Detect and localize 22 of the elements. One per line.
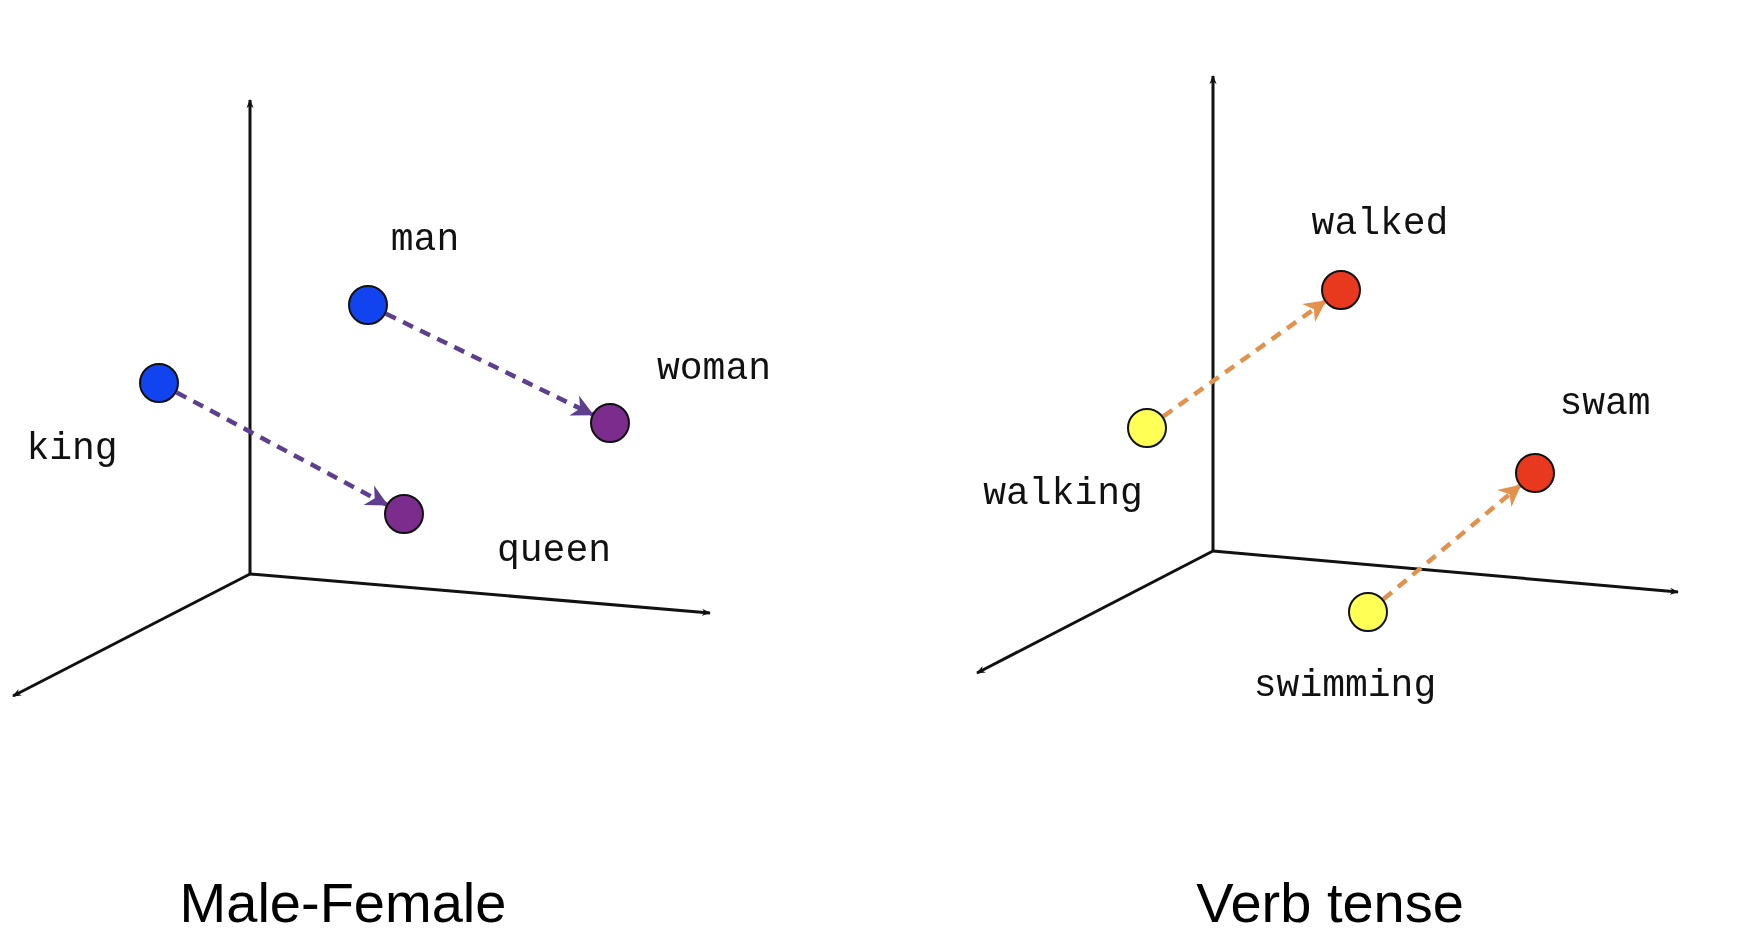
dashed-arrow	[1381, 484, 1522, 601]
word-label: king	[26, 430, 118, 468]
data-point	[139, 363, 179, 403]
data-point	[1321, 270, 1361, 310]
data-point	[1127, 408, 1167, 448]
word-label: swam	[1559, 385, 1651, 423]
dashed-arrow	[175, 390, 389, 507]
word-label: man	[390, 221, 460, 259]
dashed-arrow	[1162, 299, 1327, 419]
dashed-arrow	[385, 311, 594, 417]
data-point	[384, 494, 424, 534]
panel-title: Male-Female	[179, 875, 507, 931]
data-point	[1348, 592, 1388, 632]
word-label: woman	[657, 350, 771, 388]
word-label: queen	[497, 532, 611, 570]
data-point	[590, 403, 630, 443]
panel-title: Verb tense	[1196, 875, 1464, 931]
word-label: walked	[1311, 205, 1449, 243]
word-label: walking	[983, 475, 1143, 513]
data-point	[1515, 453, 1555, 493]
data-point	[348, 285, 388, 325]
word-label: swimming	[1253, 667, 1437, 705]
